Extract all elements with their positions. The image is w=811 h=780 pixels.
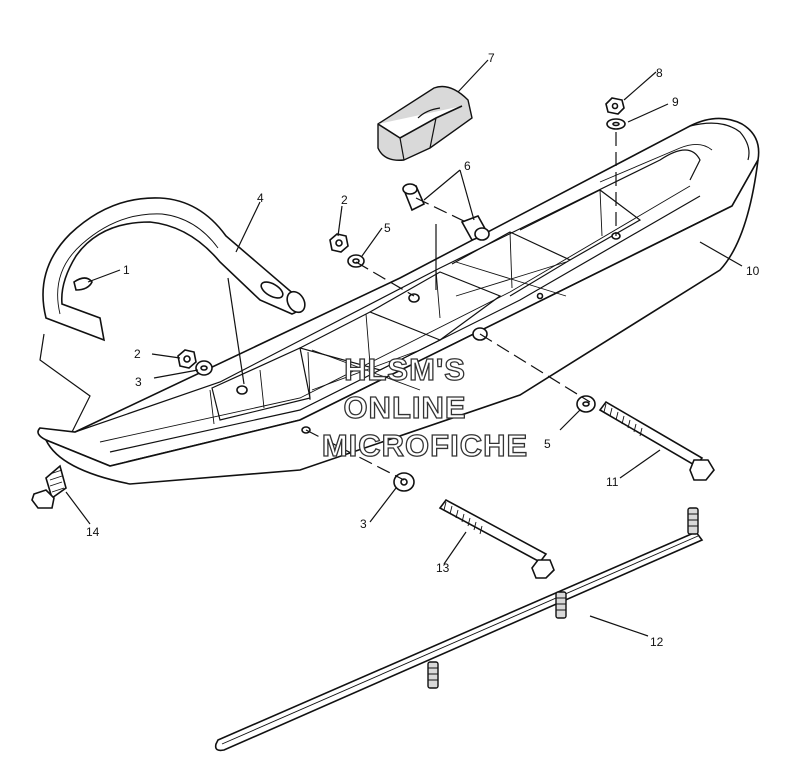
leader-lines [65, 59, 743, 637]
callout-labels: 1 2 2 3 3 4 5 5 6 7 8 9 10 11 12 13 14 [86, 51, 760, 649]
callout-5-upper: 5 [384, 221, 391, 235]
callout-2-upper: 2 [341, 193, 348, 207]
watermark-line-1: HLSM'S [344, 352, 466, 387]
callout-1: 1 [123, 263, 130, 277]
callout-8: 8 [656, 66, 663, 80]
ski-bolt-long-part[interactable] [598, 400, 715, 481]
ski-handle-part[interactable] [42, 197, 308, 342]
washer-part[interactable] [195, 360, 213, 376]
callout-6: 6 [464, 159, 471, 173]
callout-10: 10 [746, 264, 760, 278]
front-bolt-part[interactable] [31, 464, 67, 509]
callout-12: 12 [650, 635, 664, 649]
assembly-lines [39, 132, 617, 481]
watermark-line-2: ONLINE [343, 390, 466, 425]
callout-3-upper: 3 [135, 375, 142, 389]
ski-bolt-short-part[interactable] [438, 498, 555, 579]
lock-nut-part[interactable] [605, 97, 625, 115]
ski-bumper-part[interactable] [377, 85, 473, 161]
callout-4: 4 [257, 191, 264, 205]
callout-7: 7 [488, 51, 495, 65]
washer-part[interactable] [576, 395, 596, 413]
callout-3-lower: 3 [360, 517, 367, 531]
washer-part[interactable] [606, 118, 626, 130]
ski-spacer-parts[interactable] [402, 183, 490, 241]
watermark: HLSM'S ONLINE MICROFICHE [321, 351, 528, 463]
watermark-line-3: MICROFICHE [322, 428, 528, 463]
ski-wear-bar-part[interactable] [214, 507, 704, 752]
callout-2-lower: 2 [134, 347, 141, 361]
lock-nut-part[interactable] [329, 233, 349, 253]
callout-5-lower: 5 [544, 437, 551, 451]
callout-9: 9 [672, 95, 679, 109]
ski-body-part[interactable] [37, 117, 760, 485]
callout-14: 14 [86, 525, 100, 539]
callout-13: 13 [436, 561, 450, 575]
lock-nut-part[interactable] [177, 349, 197, 369]
washer-part[interactable] [393, 472, 415, 492]
callout-11: 11 [606, 475, 619, 489]
